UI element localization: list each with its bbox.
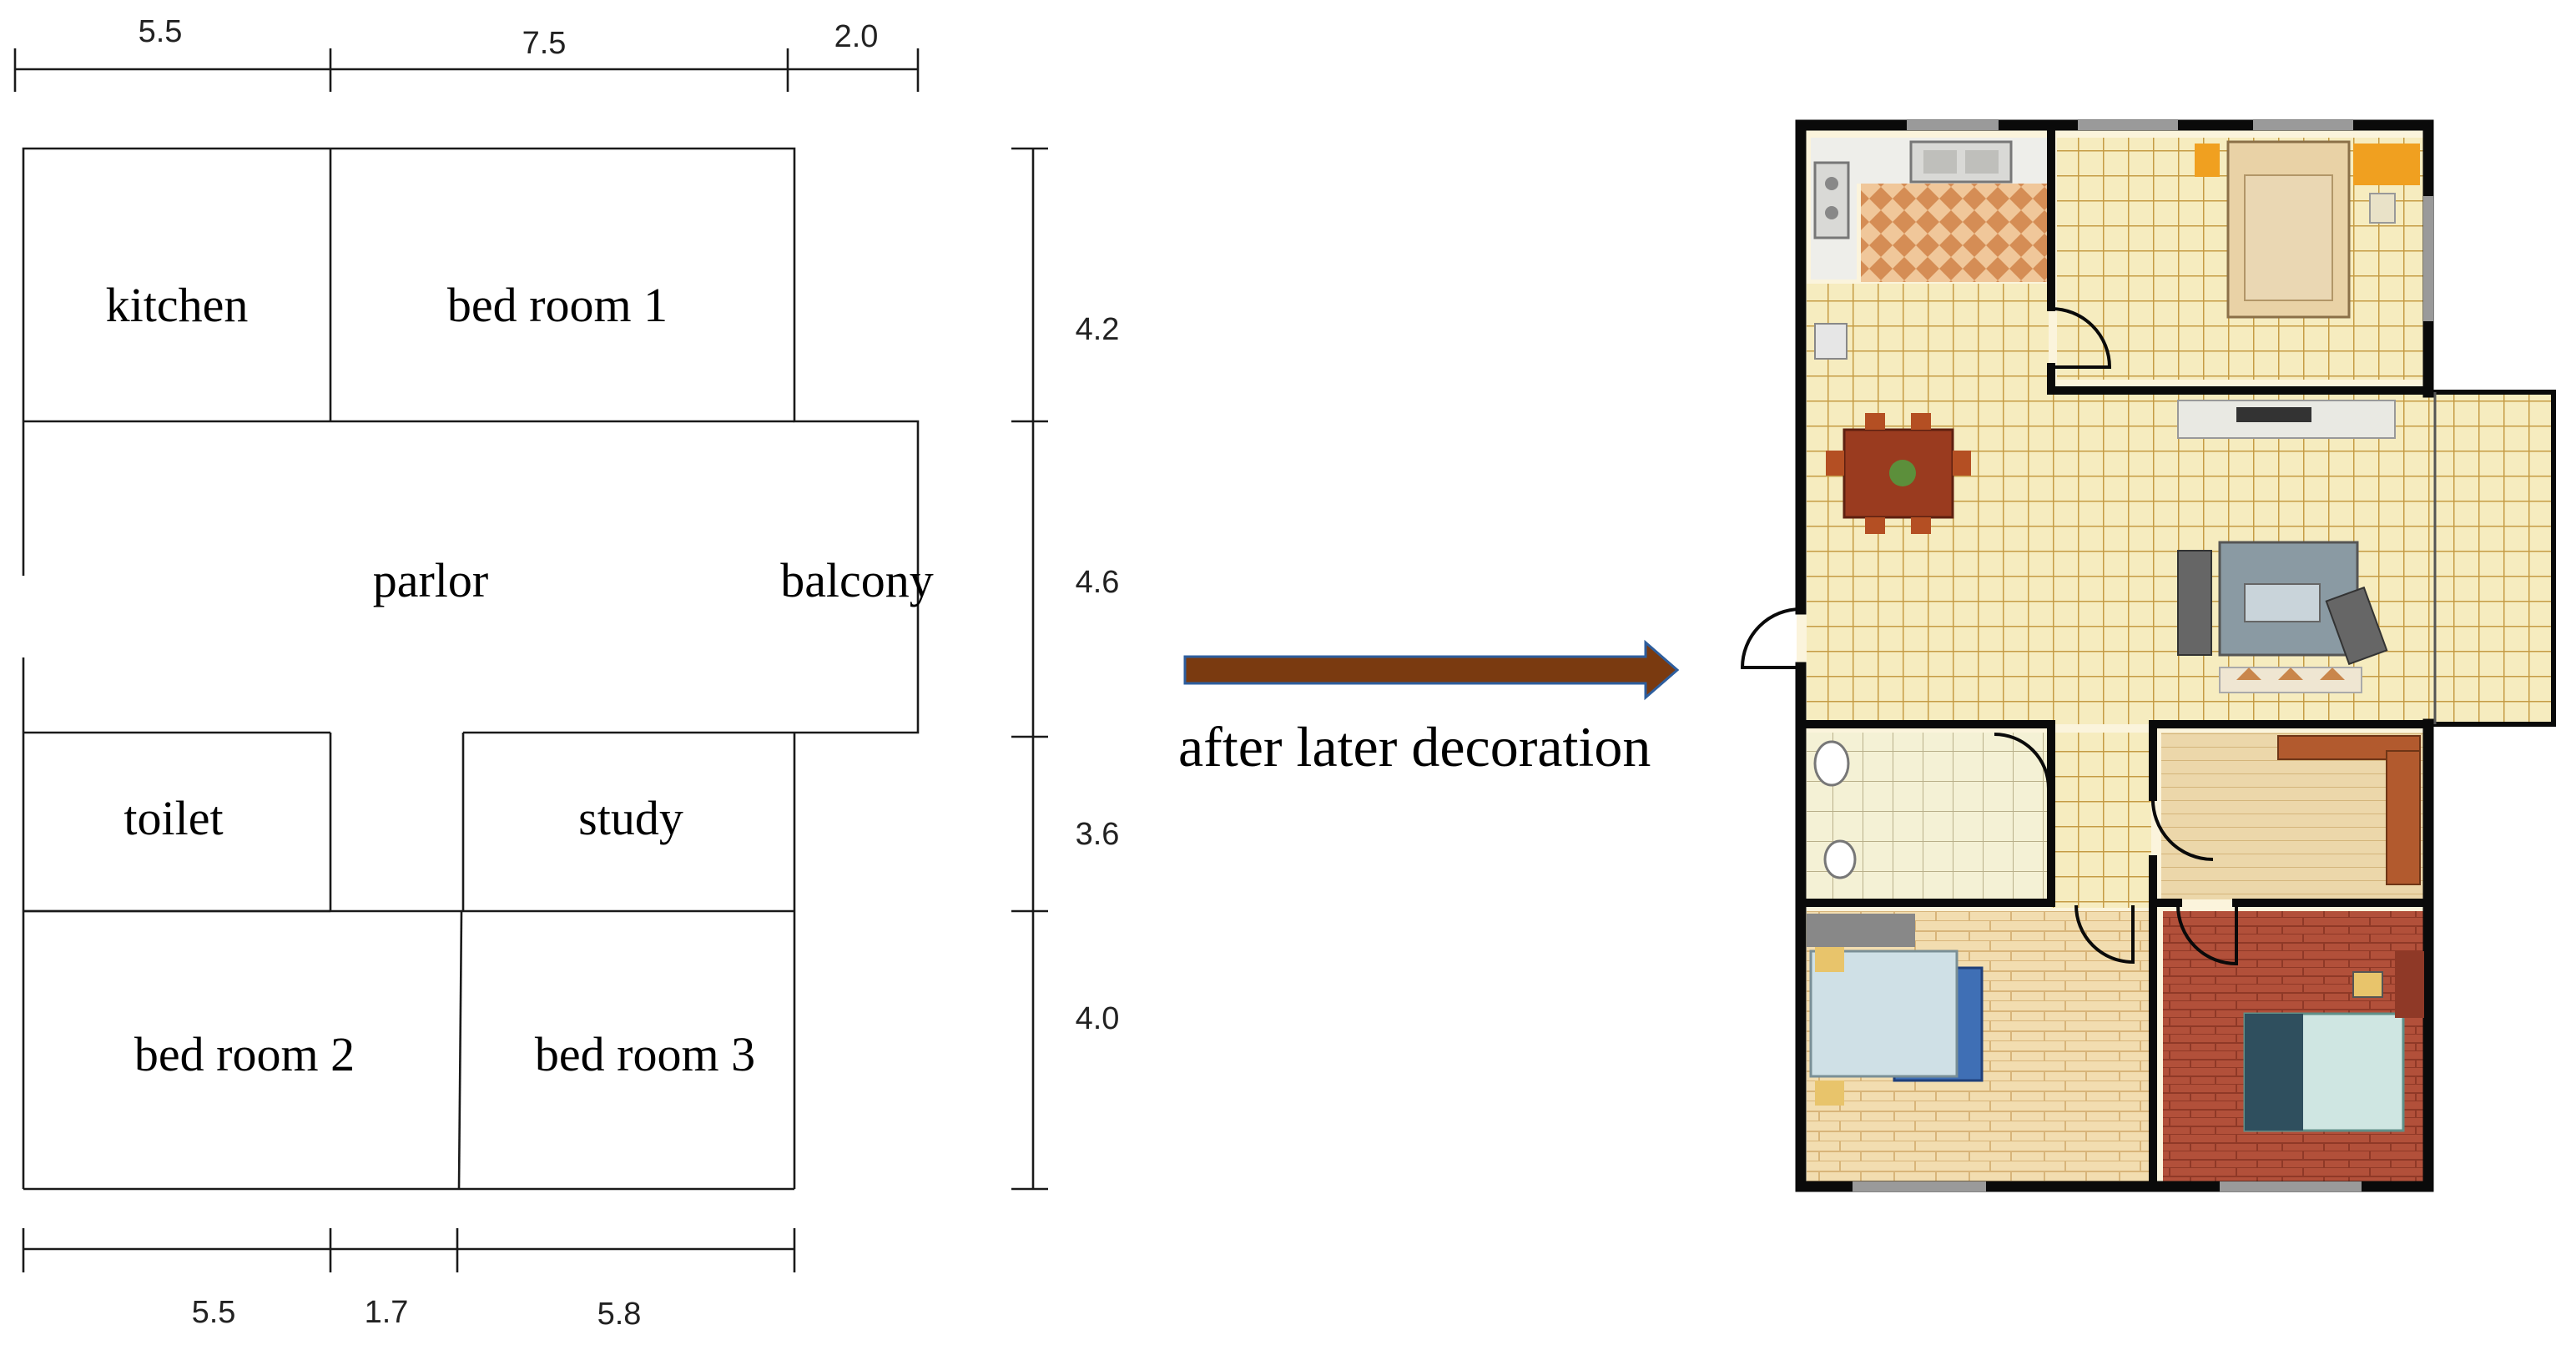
decorated-floor-plan [1740,119,2556,1192]
bottom-dim-3: 5.8 [597,1297,642,1332]
parlor-label: parlor [373,553,489,607]
transform-arrow [1183,639,1680,701]
right-dim-3: 3.6 [1076,817,1120,852]
top-dim-1: 5.5 [139,14,183,49]
room-walls [22,147,920,1191]
right-dimension-line: 4.2 4.6 3.6 4.0 [1011,147,1120,1191]
study-label: study [578,791,683,845]
toilet-label: toilet [124,791,223,845]
windows [1853,120,2433,1191]
right-dim-2: 4.6 [1076,565,1120,600]
balcony-label: balcony [780,553,934,607]
interior-walls [1802,121,2432,1191]
kitchen-label: kitchen [106,278,249,332]
right-dim-4: 4.0 [1076,1001,1120,1036]
arrow-caption: after later decoration [1178,715,1651,778]
doors [1740,307,2238,966]
bedroom1-label: bed room 1 [447,278,668,332]
top-dim-2: 7.5 [522,26,567,61]
bedroom3-label: bed room 3 [535,1027,755,1081]
bottom-dimension-line: 5.5 1.7 5.8 [22,1228,796,1332]
top-dimension-line: 5.5 7.5 2.0 [13,14,920,92]
right-dim-1: 4.2 [1076,312,1120,347]
furniture [1807,140,2424,1132]
bottom-dim-1: 5.5 [192,1295,236,1330]
top-dim-3: 2.0 [834,19,879,54]
bedroom2-label: bed room 2 [134,1027,355,1081]
bottom-dim-2: 1.7 [365,1295,409,1330]
schematic-plan: 5.5 7.5 2.0 kitchen [13,14,1120,1332]
